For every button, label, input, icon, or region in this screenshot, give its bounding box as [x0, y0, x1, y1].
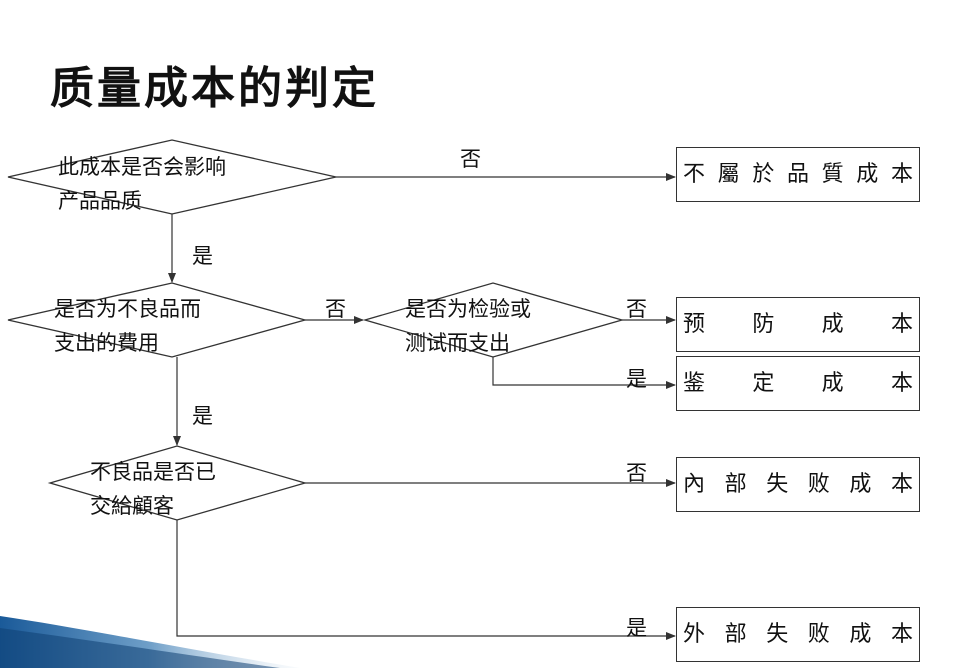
- outcome-prevention-label: 预防成本: [683, 311, 913, 337]
- outcome-not-quality-label: 不屬於品質成本: [683, 161, 913, 187]
- outcome-not-quality-cost: 不屬於品質成本: [676, 147, 920, 202]
- label-no-1: 否: [460, 147, 481, 171]
- arrow-d3-to-appraisal: [492, 357, 676, 389]
- label-yes-2: 是: [192, 404, 213, 428]
- decorative-swoosh: [0, 616, 300, 668]
- outcome-internal-failure-cost: 內部失败成本: [676, 457, 920, 512]
- label-no-2: 否: [325, 297, 346, 321]
- outcome-external-failure-cost: 外部失败成本: [676, 607, 920, 662]
- page-title: 质量成本的判定: [50, 63, 379, 114]
- outcome-internal-failure-label: 內部失败成本: [683, 471, 913, 497]
- outcome-external-failure-label: 外部失败成本: [683, 621, 913, 647]
- decision-text-2: 是否为不良品而 支出的費用: [54, 297, 201, 355]
- label-yes-1: 是: [192, 244, 213, 268]
- label-yes-3: 是: [626, 367, 647, 391]
- label-yes-4: 是: [626, 616, 647, 640]
- decision-text-1: 此成本是否会影响 产品品质: [58, 155, 226, 213]
- outcome-appraisal-cost: 鉴定成本: [676, 356, 920, 411]
- label-no-3: 否: [626, 297, 647, 321]
- label-no-4: 否: [626, 461, 647, 485]
- arrow-d4-to-external: [176, 520, 676, 640]
- outcome-appraisal-label: 鉴定成本: [683, 370, 913, 396]
- decision-text-4: 不良品是否已 交給顧客: [90, 460, 216, 518]
- outcome-prevention-cost: 预防成本: [676, 297, 920, 352]
- decision-text-3: 是否为检验或 测试而支出: [405, 297, 531, 355]
